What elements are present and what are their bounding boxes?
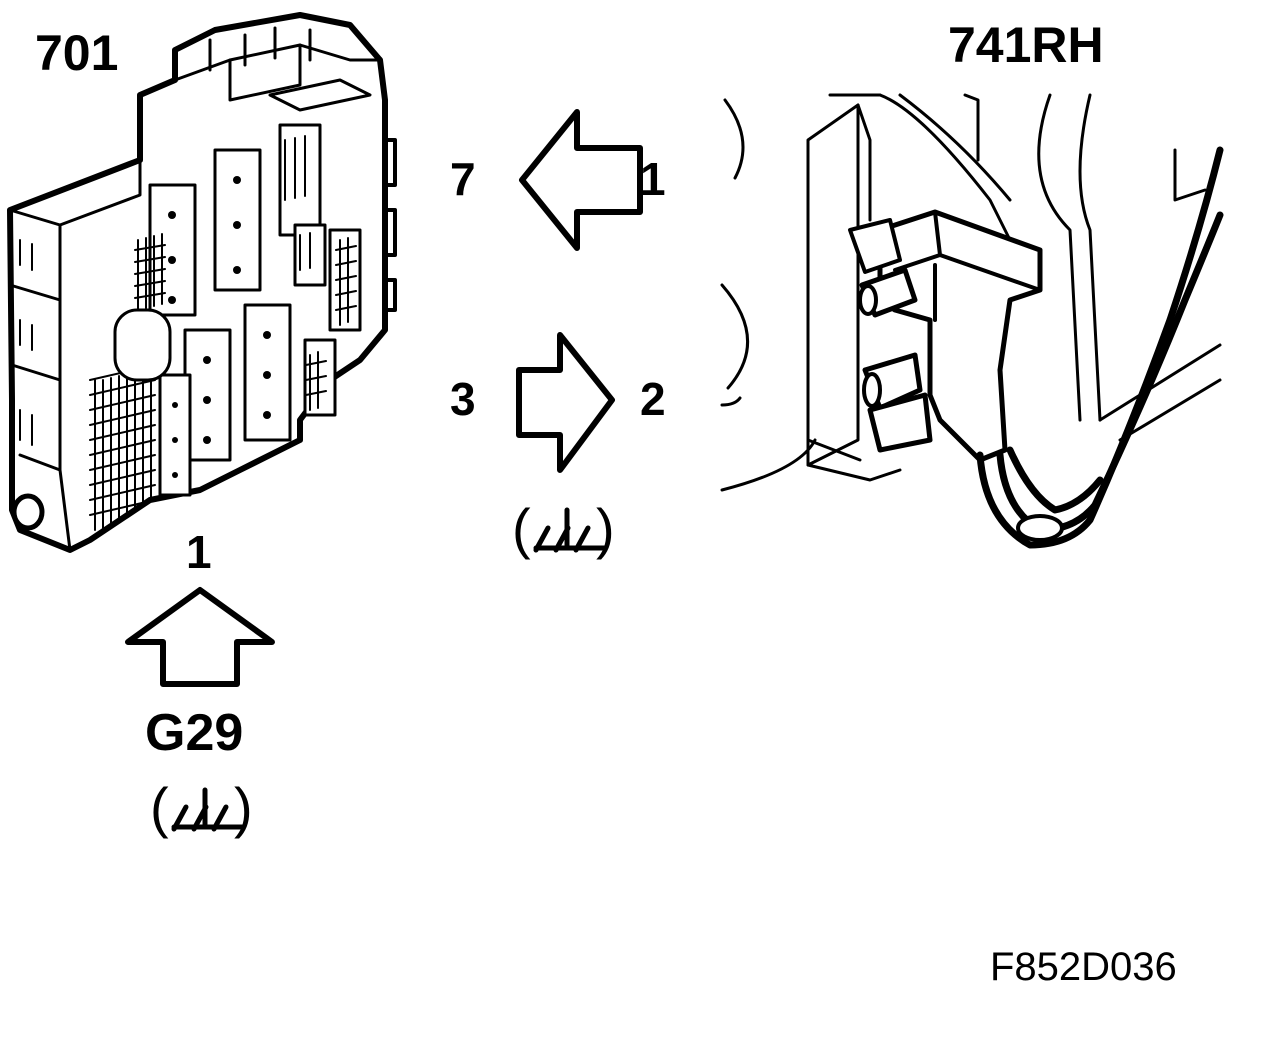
ground-symbol-icon: ( ) — [150, 776, 253, 839]
arrow-left-icon — [519, 109, 643, 251]
arrow-up-icon — [125, 587, 275, 687]
pin-label-7: 7 — [450, 153, 476, 205]
fuse-box-icon — [7, 12, 397, 553]
arrow-right-icon — [516, 332, 615, 473]
sensor-id: 741RH — [948, 17, 1104, 73]
ground-point-id: G29 — [145, 704, 243, 762]
ground-bracket-right: ) — [596, 497, 615, 560]
pin-label-1-top: 1 — [640, 153, 666, 205]
ground-bracket-right: ) — [234, 776, 253, 839]
pin-label-2: 2 — [640, 373, 666, 425]
ground-bracket-left: ( — [512, 497, 531, 560]
pin-label-1-fuse: 1 — [186, 526, 212, 578]
sensor-connector-icon — [720, 93, 1224, 549]
fuse-box-id: 701 — [35, 25, 118, 81]
ground-bracket-left: ( — [150, 776, 169, 839]
pin-label-3: 3 — [450, 373, 476, 425]
ground-symbol-icon: ( ) — [512, 497, 615, 560]
figure-reference: F852D036 — [990, 945, 1177, 989]
